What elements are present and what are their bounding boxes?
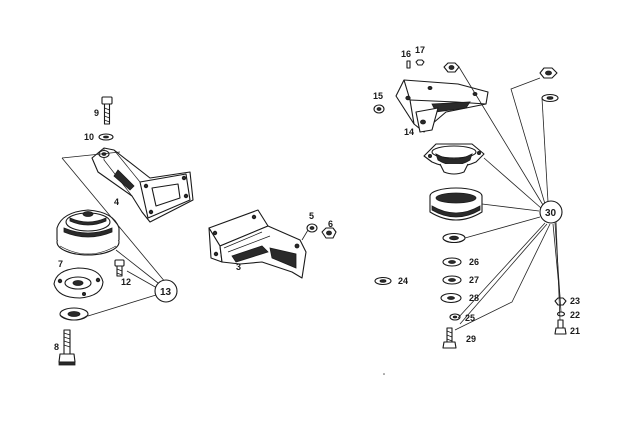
washer-26-icon	[442, 257, 462, 267]
label-15: 15	[373, 91, 383, 101]
mount-plate-7-icon	[53, 267, 104, 299]
mount-bracket-14-icon	[395, 79, 489, 133]
bolt-29-icon	[442, 327, 457, 349]
label-10: 10	[84, 132, 94, 142]
mount-bracket-4-icon	[91, 147, 194, 223]
label-23: 23	[570, 296, 580, 306]
nut-6-icon	[321, 227, 337, 239]
cup-washer-right-icon	[442, 232, 466, 244]
label-17: 17	[415, 45, 425, 55]
callout-13-leaders	[61, 151, 167, 317]
label-16: 16	[401, 49, 411, 59]
bolt-9-icon	[101, 96, 113, 125]
label-28: 28	[469, 293, 479, 303]
bolt-12-icon	[114, 259, 125, 277]
label-3: 3	[236, 262, 241, 272]
label-4: 4	[114, 197, 119, 207]
leader-3-5	[301, 229, 309, 241]
washer-15-icon	[373, 104, 385, 114]
label-8: 8	[54, 342, 59, 352]
speck	[383, 373, 385, 375]
label-24: 24	[398, 276, 408, 286]
bolt-21-icon	[554, 319, 567, 335]
washer-27-icon	[442, 275, 462, 285]
washer-5-icon	[306, 223, 318, 233]
label-9: 9	[94, 108, 99, 118]
label-25: 25	[465, 313, 475, 323]
washer-10-icon	[98, 133, 114, 141]
washer-28-icon	[440, 292, 462, 304]
stud-16-icon	[406, 60, 411, 69]
washer-right-top-icon	[541, 93, 559, 103]
callout-13-icon	[154, 279, 178, 303]
callout-30: 30	[545, 208, 557, 219]
bolt-8-icon	[58, 329, 76, 366]
label-29: 29	[466, 334, 476, 344]
label-5: 5	[309, 211, 314, 221]
rubber-cup-upper-icon	[423, 143, 485, 175]
cup-washer-left-icon	[59, 307, 89, 321]
label-7: 7	[58, 259, 63, 269]
washer-24-icon	[374, 276, 392, 286]
callout-30-icon	[539, 200, 563, 224]
label-12: 12	[121, 277, 131, 287]
nut-right-top-icon	[539, 67, 558, 79]
callout-30-leaders	[454, 66, 562, 331]
label-14: 14	[404, 127, 414, 137]
rubber-ring-icon	[429, 187, 483, 221]
washer-25-icon	[449, 313, 461, 321]
nut-17-icon	[415, 59, 425, 66]
washer-22-icon	[556, 311, 566, 317]
label-27: 27	[469, 275, 479, 285]
label-6: 6	[328, 219, 333, 229]
label-21: 21	[570, 326, 580, 336]
label-26: 26	[469, 257, 479, 267]
nut-top-icon	[443, 62, 460, 73]
rubber-mount-left-icon	[56, 209, 120, 256]
callout-13: 13	[160, 287, 172, 298]
label-22: 22	[570, 310, 580, 320]
mount-bracket-3-icon	[208, 209, 307, 279]
